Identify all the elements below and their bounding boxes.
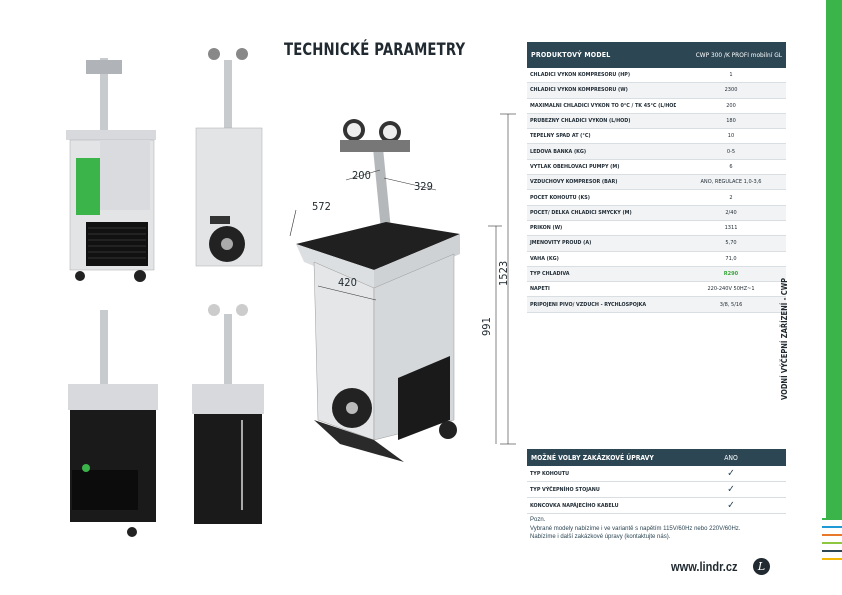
options-table-header: MOŽNÉ VOLBY ZAKÁZKOVÉ ÚPRAVY ANO [527,449,786,466]
side-green-bar [826,0,842,518]
checkmark-icon: ✓ [727,468,735,479]
spec-row: MAXIMÁLNÍ CHLADICÍ VÝKON TO 0°C / TK 45°… [527,99,786,114]
spec-row-label: CHLADICÍ VÝKON KOMPRESORU (W) [530,87,628,94]
spec-row-value: 5,70 [725,240,737,247]
spec-row-value: 3/8, 5/16 [719,301,743,308]
spec-row-label: PŘÍKON (W) [530,225,563,232]
spec-row-value: 2/40 [725,209,737,216]
dim-420: 420 [338,276,357,289]
side-accent [822,0,842,595]
spec-row-label: POČET KOHOUTŮ (KS) [530,194,590,201]
spec-row: CHLADICÍ VÝKON KOMPRESORU (HP) 1 [527,68,786,84]
spec-table: PRODUKTOVÝ MODEL CWP 300 /K PROFI mobiln… [527,42,786,313]
dim-1523: 1523 [497,260,510,286]
product-back-side-view [192,304,264,524]
spec-row: TYP CHLADIVA R290 [527,266,786,283]
spec-row-label: NAPĚTÍ [530,286,550,293]
dim-991: 991 [480,317,493,336]
note-title: Pozn. [530,517,546,523]
spec-row-value: 220-240V 50HZ~1 [707,286,755,293]
spec-row-value: 1 [729,72,733,79]
dim-200: 200 [352,169,371,182]
option-row: TYP VÝČEPNÍHO STOJANU ✓ [527,482,786,498]
side-line [822,550,842,552]
spec-row: POČET/ DÉLKA CHLADICÍ SMYČKY (M) 2/40 [527,205,786,221]
website-link[interactable]: www.lindr.cz [671,559,738,574]
product-main-view [289,113,516,462]
spec-row-value: 1311 [724,225,738,232]
spec-row-value: 10 [727,133,735,140]
spec-row-value: 180 [726,118,736,125]
product-front-view [66,58,156,282]
spec-row-value: ANO, REGULACE 1,0-3,6 [700,179,762,186]
options-header-label: MOŽNÉ VOLBY ZAKÁZKOVÉ ÚPRAVY [531,453,654,462]
side-line [822,518,842,520]
page-title: TECHNICKÉ PARAMETRY [284,40,466,60]
spec-row: VÁHA (KG) 71,0 [527,252,786,267]
options-rows: TYP KOHOUTU✓TYP VÝČEPNÍHO STOJANU✓KONCOV… [527,466,786,514]
spec-row: VZDUCHOVÝ KOMPRESOR (BAR) ANO, REGULACE 1… [527,175,786,191]
spec-row-value: 71,0 [725,255,737,262]
spec-row: PŘÍKON (W) 1311 [527,221,786,237]
product-back-view [68,310,158,537]
side-line [822,542,842,544]
spec-row-label: PŘIPOJENÍ PIVO/ VZDUCH - RYCHLOSPOJKA [530,301,647,308]
spec-row-value: 6 [729,163,733,170]
spec-row-value: 2 [729,194,733,201]
spec-row-label: JMENOVITÝ PROUD (A) [530,240,592,247]
spec-row: JMENOVITÝ PROUD (A) 5,70 [527,236,786,252]
spec-row: PŘIPOJENÍ PIVO/ VZDUCH - RYCHLOSPOJKA 3/8… [527,297,786,313]
spec-row: PRŮBĚŽNÝ CHLADICÍ VÝKON (L/HOD) 180 [527,113,786,130]
dim-329: 329 [414,180,433,193]
side-vertical-text: VODNÍ VÝČEPNÍ ZAŘÍZENÍ - CWP [780,277,789,400]
spec-row-label: PRŮBĚŽNÝ CHLADICÍ VÝKON (L/HOD) [530,118,631,125]
spec-row: VÝTLAK OBĚHLOVACÍ PUMPY (M) 6 [527,160,786,176]
spec-header-label: PRODUKTOVÝ MODEL [531,51,611,59]
spec-row-label: TYP CHLADIVA [530,271,570,277]
checkmark-icon: ✓ [727,500,735,511]
option-row: TYP KOHOUTU ✓ [527,466,786,482]
spec-row-label: VÝTLAK OBĚHLOVACÍ PUMPY (M) [530,163,620,170]
spec-row: CHLADICÍ VÝKON KOMPRESORU (W) 2300 [527,83,786,99]
spec-row-label: LEDOVÁ BANKA (KG) [530,148,587,155]
spec-row-value: 200 [726,102,736,109]
side-line [822,534,842,536]
spec-table-header: PRODUKTOVÝ MODEL CWP 300 /K PROFI mobiln… [527,42,786,68]
note-line-1: Vybrané modely nabízíme i ve variantě s … [530,525,741,532]
note-line-2: Nabízíme i další zakázkové úpravy (konta… [530,534,671,540]
side-line [822,558,842,560]
spec-row: TEPELNÝ SPÁD AT (°C) 10 [527,129,786,145]
option-row-label: TYP VÝČEPNÍHO STOJANU [530,486,600,493]
options-table: MOŽNÉ VOLBY ZAKÁZKOVÉ ÚPRAVY ANO TYP KOH… [527,449,786,514]
spec-row: POČET KOHOUTŮ (KS) 2 [527,190,786,206]
spec-row-value: R290 [723,271,739,277]
note: Pozn. Vybrané modely nabízíme i ve varia… [530,516,790,542]
spec-row-label: VÁHA (KG) [530,255,559,262]
spec-row-label: MAXIMÁLNÍ CHLADICÍ VÝKON TO 0°C / TK 45°… [530,102,676,109]
side-colored-lines [822,518,842,566]
checkmark-icon: ✓ [727,484,735,495]
dim-572: 572 [312,200,331,213]
spec-row-value: 0-5 [726,148,736,155]
spec-row: NAPĚTÍ 220-240V 50HZ~1 [527,282,786,298]
lindr-logo-icon: L [753,558,770,575]
option-row-label: KONCOVKA NAPÁJECÍHO KABELU [530,502,619,509]
spec-row-label: VZDUCHOVÝ KOMPRESOR (BAR) [530,179,618,186]
product-views [66,48,516,537]
spec-row-label: CHLADICÍ VÝKON KOMPRESORU (HP) [530,72,631,79]
spec-row: LEDOVÁ BANKA (KG) 0-5 [527,144,786,160]
options-header-value: ANO [724,453,738,462]
spec-row-label: POČET/ DÉLKA CHLADICÍ SMYČKY (M) [530,209,632,216]
spec-row-value: 2300 [724,87,738,94]
product-side-view [195,48,263,267]
option-row-label: TYP KOHOUTU [530,470,570,477]
spec-header-model: CWP 300 /K PROFI mobilní GL [695,51,782,59]
side-line [822,526,842,528]
spec-row-label: TEPELNÝ SPÁD AT (°C) [530,133,591,140]
option-row: KONCOVKA NAPÁJECÍHO KABELU ✓ [527,498,786,514]
